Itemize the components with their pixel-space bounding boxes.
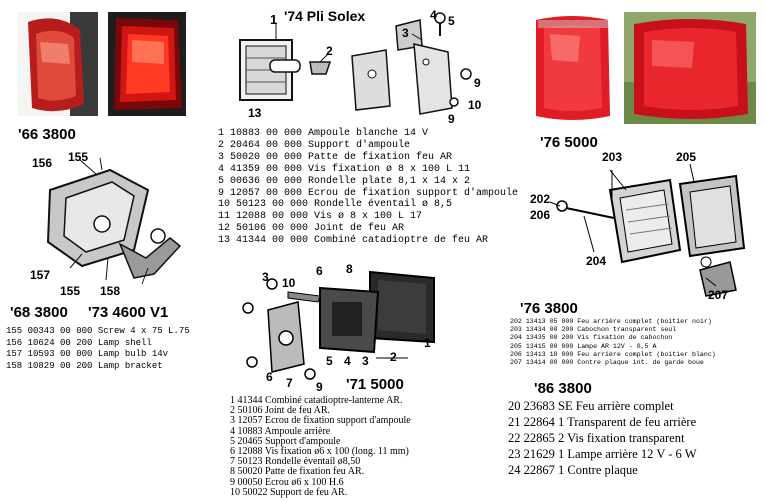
- list-item: 205 13415 00 000 Lampe AR 12V - 0,5 A: [510, 342, 657, 350]
- callout-74-9b: 9: [448, 112, 455, 126]
- callout-71-5: 5: [326, 354, 333, 368]
- callout-155-bottom: 155: [60, 284, 81, 298]
- list-item: 202 13413 05 000 Feu arrière complet (bo…: [510, 318, 712, 325]
- photo-66-rear-lamp-lit: [108, 12, 186, 116]
- parts-list-74: 1 10883 00 000 Ampoule blanche 14 V 2 20…: [218, 128, 518, 247]
- callout-74-3: 3: [402, 26, 409, 40]
- diagram-76-3800: 203 205 202 206 204 207: [530, 150, 760, 302]
- list-item: 2 20464 00 000 Support d'ampoule: [218, 139, 411, 151]
- list-item: 4 41359 00 000 Vis fixation ø 8 x 100 L …: [218, 163, 471, 175]
- callout-156: 156: [32, 156, 53, 170]
- callout-71-3: 3: [262, 270, 269, 284]
- callout-74-1: 1: [270, 12, 278, 27]
- list-item: 1 10883 00 000 Ampoule blanche 14 V: [218, 128, 429, 139]
- list-item: 12 50106 00 000 Joint de feu AR: [218, 223, 405, 235]
- list-item: 8 50020 Patte de fixation feu AR.: [230, 466, 365, 478]
- caption-68-3800: '68 3800: [10, 304, 68, 321]
- photo-76-5000-lamp-front: [530, 12, 614, 124]
- photo-66-rear-lamp-side: [18, 12, 98, 116]
- callout-202: 202: [530, 192, 551, 206]
- list-item: 206 13413 18 000 Feu arrière complet (bo…: [510, 350, 716, 358]
- list-item: 3 12057 Ecrou de fixation support d'ampo…: [230, 415, 411, 427]
- caption-73-4600-v1: '73 4600 V1: [88, 304, 169, 321]
- list-item: 156 10624 00 200 Lamp shell: [6, 337, 152, 348]
- list-item: 4 10883 Ampoule arrière: [230, 425, 331, 437]
- callout-71-3b: 3: [362, 354, 369, 368]
- callout-207: 207: [708, 288, 729, 302]
- list-item: 10 50123 00 000 Rondelle éventail ø 8,5: [218, 199, 453, 211]
- list-item: 13 41344 00 000 Combiné catadioptre de f…: [218, 235, 489, 247]
- callout-71-2: 2: [390, 350, 397, 364]
- list-item: 207 13414 00 000 Contre plaque int. de g…: [510, 359, 704, 367]
- caption-76-3800: '76 3800: [520, 300, 578, 317]
- callout-205: 205: [676, 150, 697, 164]
- callout-206: 206: [530, 208, 551, 222]
- list-item: 20 23683 SE Feu arrière complet: [508, 399, 674, 413]
- callout-71-9: 9: [316, 380, 323, 394]
- list-item: 23 21629 1 Lampe arrière 12 V - 6 W: [508, 447, 697, 461]
- list-item: 6 12088 Vis fixation ø6 x 100 (long. 11 …: [230, 446, 409, 458]
- list-item: 1 41344 Combiné catadioptre-lanterne AR.: [230, 395, 403, 406]
- list-item: 5 20465 Support d'ampoule: [230, 435, 341, 447]
- list-item: 9 12057 00 000 Ecrou de fixation support…: [218, 187, 519, 199]
- list-item: 204 13435 00 200 Vis fixation de cabocho…: [510, 334, 673, 342]
- callout-71-10: 10: [282, 276, 296, 290]
- callout-71-6b: 6: [266, 370, 273, 384]
- callout-71-4: 4: [344, 354, 351, 368]
- callout-74-4: 4: [430, 8, 437, 22]
- list-item: 5 00636 00 000 Rondelle plate 8,1 x 14 x…: [218, 175, 471, 187]
- photo-76-5000-lamp-mounted: [624, 12, 756, 124]
- parts-list-76: 202 13413 05 000 Feu arrière complet (bo…: [510, 318, 716, 367]
- parts-list-86: 20 23683 SE Feu arrière complet 21 22864…: [508, 398, 697, 478]
- list-item: 155 00343 00 000 Screw 4 x 75 L.75: [6, 326, 190, 336]
- callout-74-9a: 9: [474, 76, 481, 90]
- list-item: 10 50022 Support de feu AR.: [230, 486, 348, 498]
- list-item: 2 50106 Joint de feu AR.: [230, 405, 330, 417]
- list-item: 21 22864 1 Transparent de feu arrière: [508, 415, 697, 429]
- parts-list-71: 1 41344 Combiné catadioptre-lanterne AR.…: [230, 395, 411, 498]
- list-item: 157 10593 00 000 Lamp bulb 14v: [6, 349, 169, 359]
- callout-204: 204: [586, 254, 607, 268]
- callout-71-1: 1: [424, 336, 431, 350]
- callout-71-8: 8: [346, 262, 353, 276]
- list-item: 7 50123 Rondelle éventail ø8,50: [230, 456, 361, 468]
- list-item: 203 13434 00 200 Cabochon transparent se…: [510, 326, 677, 334]
- callout-74-2: 2: [326, 44, 333, 58]
- list-item: 11 12088 00 000 Vis ø 8 x 100 L 17: [218, 211, 423, 223]
- callout-74-5: 5: [448, 14, 455, 28]
- caption-66-3800: '66 3800: [18, 126, 76, 143]
- callout-71-7: 7: [286, 376, 293, 390]
- callout-74-10: 10: [468, 98, 482, 112]
- diagram-68-3800: 156 155 157 155 158: [30, 150, 200, 300]
- list-item: 3 50020 00 000 Patte de fixation feu AR: [218, 151, 453, 163]
- callout-158: 158: [100, 284, 121, 298]
- callout-74-13: 13: [248, 106, 262, 120]
- diagram-71-5000: 3 10 6 8 6 7 5 4 3 2 1 9: [228, 262, 448, 394]
- caption-71-5000: '71 5000: [346, 376, 404, 393]
- list-item: 9 00050 Ecrou ø6 x 100 H.6: [230, 476, 344, 488]
- caption-74-pli-solex: '74 Pli Solex: [284, 8, 366, 24]
- list-item: 24 22867 1 Contre plaque: [508, 463, 638, 477]
- parts-list-68: 155 00343 00 000 Screw 4 x 75 L.75 156 1…: [6, 326, 190, 372]
- list-item: 22 22865 2 Vis fixation transparent: [508, 431, 685, 445]
- callout-203: 203: [602, 150, 623, 164]
- callout-157: 157: [30, 268, 51, 282]
- caption-86-3800: '86 3800: [534, 380, 592, 397]
- diagram-74-pli-solex: 1 2 3 4 5 13 9 10 9: [226, 8, 496, 128]
- callout-155-top: 155: [68, 150, 89, 164]
- callout-71-6a: 6: [316, 264, 323, 278]
- list-item: 158 10829 00 200 Lamp bracket: [6, 360, 163, 371]
- caption-76-5000: '76 5000: [540, 134, 598, 151]
